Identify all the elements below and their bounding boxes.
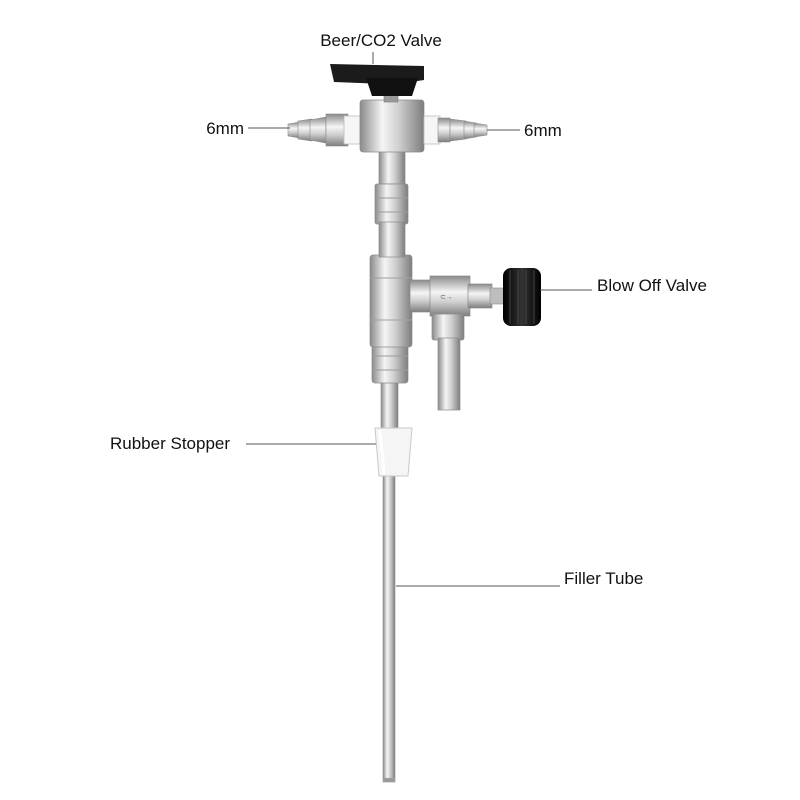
middle-connector [374, 149, 409, 258]
upper-tube [380, 379, 399, 431]
leader-lines [246, 52, 592, 587]
tee-body [369, 254, 413, 348]
rubber-stopper [374, 427, 413, 477]
blow-off-branch: ⊂→ [409, 275, 505, 411]
beer-co2-valve-handle [330, 64, 424, 103]
label-rubber-stopper: Rubber Stopper [110, 434, 230, 453]
blow-off-knob [503, 268, 541, 326]
label-beer-co2-valve: Beer/CO2 Valve [320, 31, 442, 50]
label-filler-tube: Filler Tube [564, 569, 643, 588]
filler-tube [382, 469, 396, 783]
label-right-port: 6mm [524, 121, 562, 140]
lower-fitting [371, 344, 409, 384]
beer-co2-valve-body [287, 99, 488, 153]
label-left-port: 6mm [206, 119, 244, 138]
svg-text:⊂→: ⊂→ [440, 294, 453, 301]
label-blow-off-valve: Blow Off Valve [597, 276, 707, 295]
